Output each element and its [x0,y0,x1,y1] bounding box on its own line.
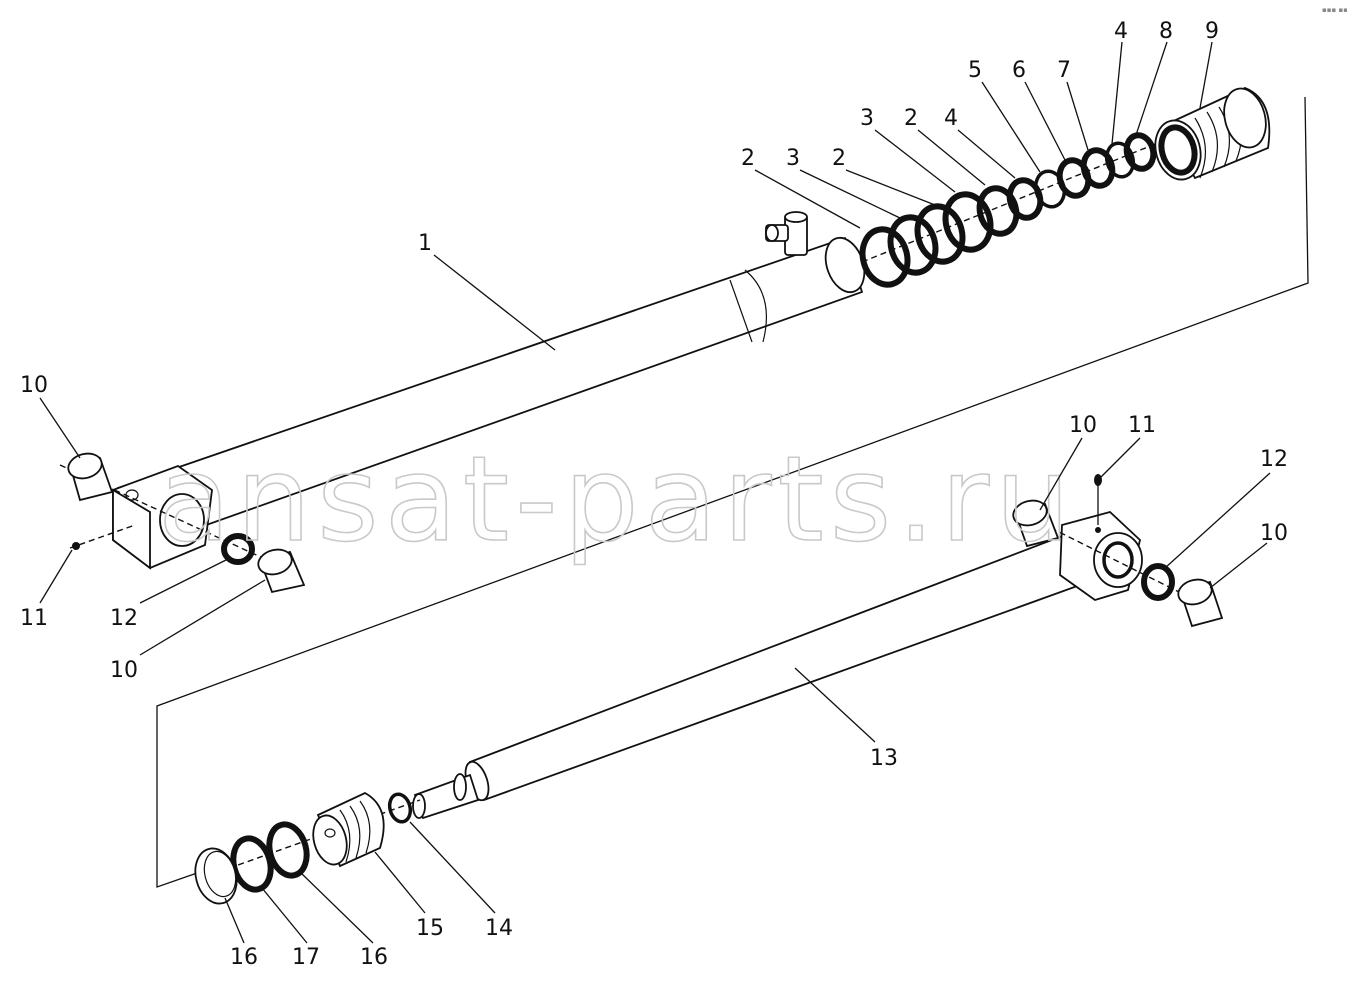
watermark: ansat-parts.ru [158,430,1076,568]
label-7: 7 [1057,58,1071,83]
rear-bushing-right [257,548,306,594]
label-10b: 10 [110,658,138,683]
label-10a: 10 [20,373,48,398]
label-4a: 4 [944,106,958,131]
piston-guide-ring [194,847,238,905]
label-15: 15 [416,916,444,941]
label-12a: 12 [110,606,138,631]
front-grease-nipple [1094,474,1102,486]
label-9: 9 [1205,19,1219,44]
label-16b: 16 [360,945,388,970]
label-17: 17 [292,945,320,970]
label-2b: 2 [832,146,846,171]
front-bushing-left [1012,499,1060,548]
label-13: 13 [870,746,898,771]
label-11b: 11 [1128,413,1156,438]
rear-grease-nipple [72,542,80,550]
label-12b: 12 [1260,447,1288,472]
label-3b: 3 [860,106,874,131]
label-3a: 3 [786,146,800,171]
piston-oring [387,792,413,824]
assembly-frame-line [156,96,1309,888]
cylinder-barrel [112,211,866,570]
callout-labels: 1 2 3 2 3 2 4 5 6 7 4 8 9 10 11 12 10 10… [20,19,1288,970]
front-pin-axis [1014,509,1216,611]
seal-stack [859,132,1157,288]
rear-seal-ring [221,533,255,565]
label-5: 5 [968,58,982,83]
label-2a: 2 [741,146,755,171]
rear-bushing-left [67,452,114,502]
label-8: 8 [1159,19,1173,44]
leader-lines [39,41,1271,944]
cylinder-gland [1154,87,1271,181]
label-1: 1 [418,231,432,256]
front-seal-ring [1141,563,1175,601]
label-4b: 4 [1114,19,1128,44]
rear-grease-axis [69,524,136,549]
piston-rod [412,511,1143,820]
label-2c: 2 [904,106,918,131]
label-11a: 11 [20,606,48,631]
label-10c: 10 [1069,413,1097,438]
corner-mark: ▪▪▪ ▪▪▪▪ [1322,6,1347,14]
label-16a: 16 [230,945,258,970]
label-14: 14 [485,916,513,941]
piston [312,791,385,868]
label-10d: 10 [1260,521,1288,546]
label-6: 6 [1012,58,1026,83]
